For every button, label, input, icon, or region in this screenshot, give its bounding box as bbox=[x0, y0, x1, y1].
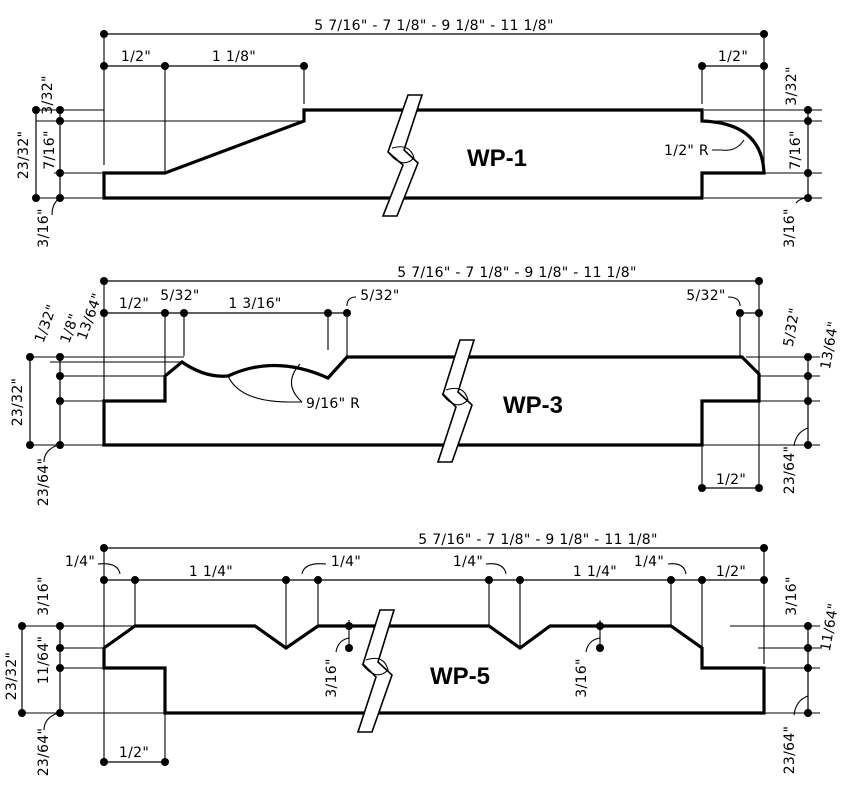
wp3-radius-label: 9/16" R bbox=[306, 396, 360, 412]
wp5-left-11-64: 11/64" bbox=[36, 636, 52, 685]
wp3-dim-half: 1/2" bbox=[119, 296, 149, 312]
wp3-right-23-64: 23/64" bbox=[782, 446, 798, 495]
wp1-title: WP-1 bbox=[467, 145, 527, 172]
wp3-dim-5-32-right: 5/32" bbox=[686, 288, 725, 304]
wp5-dim-half-right: 1/2" bbox=[716, 564, 746, 580]
wp5-dim-1-1-4-a: 1 1/4" bbox=[189, 564, 233, 580]
wp3-title: WP-3 bbox=[503, 392, 563, 419]
wp3-profile bbox=[102, 355, 761, 447]
wp3-left-23-32: 23/32" bbox=[10, 378, 26, 427]
wp5-dim-1-4-b: 1/4" bbox=[331, 554, 361, 570]
wp1-left-7-16: 7/16" bbox=[42, 130, 58, 169]
wp3-dim-1-3-16: 1 3/16" bbox=[228, 296, 281, 312]
wp1-right-3-32: 3/32" bbox=[784, 66, 800, 105]
wp1-profile bbox=[102, 108, 766, 200]
wp5-left-23-32: 23/32" bbox=[4, 652, 20, 701]
wp1-right-7-16: 7/16" bbox=[788, 130, 804, 169]
wp1-left-23-32: 23/32" bbox=[16, 131, 32, 180]
wp1-dim-1-1-8: 1 1/8" bbox=[212, 49, 256, 65]
wp3-left-1-32: 1/32" bbox=[32, 302, 61, 344]
wp1-radius-label: 1/2" R bbox=[664, 143, 709, 159]
wp5-left-3-16: 3/16" bbox=[36, 576, 52, 615]
wp5-dim-1-4-c: 1/4" bbox=[453, 554, 483, 570]
wp5-dim-1-4-d: 1/4" bbox=[634, 554, 664, 570]
wp3-left-23-64: 23/64" bbox=[36, 458, 52, 507]
wp1-overall-dim: 5 7/16" - 7 1/8" - 9 1/8" - 11 1/8" bbox=[314, 18, 553, 34]
wp5-right-3-16: 3/16" bbox=[784, 576, 800, 615]
wp5-right-11-64: 11/64" bbox=[818, 602, 842, 653]
wp5-right-23-64: 23/64" bbox=[782, 726, 798, 775]
wp1-dim-half-right: 1/2" bbox=[718, 49, 748, 65]
wp3-overall-dim: 5 7/16" - 7 1/8" - 9 1/8" - 11 1/8" bbox=[397, 265, 636, 281]
wp3-dim-5-32-a: 5/32" bbox=[160, 288, 199, 304]
wp1-dim-half-left: 1/2" bbox=[121, 49, 151, 65]
wp1-left-3-16: 3/16" bbox=[36, 208, 52, 247]
wp3-group: 5 7/16" - 7 1/8" - 9 1/8" - 11 1/8" 1/2"… bbox=[10, 265, 842, 506]
wp5-groove-left-3-16: 3/16" bbox=[324, 658, 340, 697]
wp5-bottom-half: 1/2" bbox=[119, 745, 149, 761]
wp5-left-23-64: 23/64" bbox=[36, 728, 52, 777]
wp5-dim-1-4-a: 1/4" bbox=[65, 554, 95, 570]
wp1-left-3-32: 3/32" bbox=[40, 75, 56, 114]
wp1-right-3-16: 3/16" bbox=[782, 208, 798, 247]
wp5-groove-right-3-16: 3/16" bbox=[574, 658, 590, 697]
wp5-title: WP-5 bbox=[430, 663, 490, 690]
wp5-group: 5 7/16" - 7 1/8" - 9 1/8" - 11 1/8" 1/4"… bbox=[4, 532, 842, 776]
wp5-dim-1-1-4-b: 1 1/4" bbox=[573, 564, 617, 580]
wp3-right-13-64: 13/64" bbox=[818, 320, 842, 371]
wp3-right-5-32: 5/32" bbox=[781, 307, 804, 349]
wp3-dim-5-32-b: 5/32" bbox=[360, 288, 399, 304]
wp5-overall-dim: 5 7/16" - 7 1/8" - 9 1/8" - 11 1/8" bbox=[418, 532, 657, 548]
wp3-bottom-half: 1/2" bbox=[716, 472, 746, 488]
wp1-group: 5 7/16" - 7 1/8" - 9 1/8" - 11 1/8" 1/2"… bbox=[16, 18, 822, 248]
